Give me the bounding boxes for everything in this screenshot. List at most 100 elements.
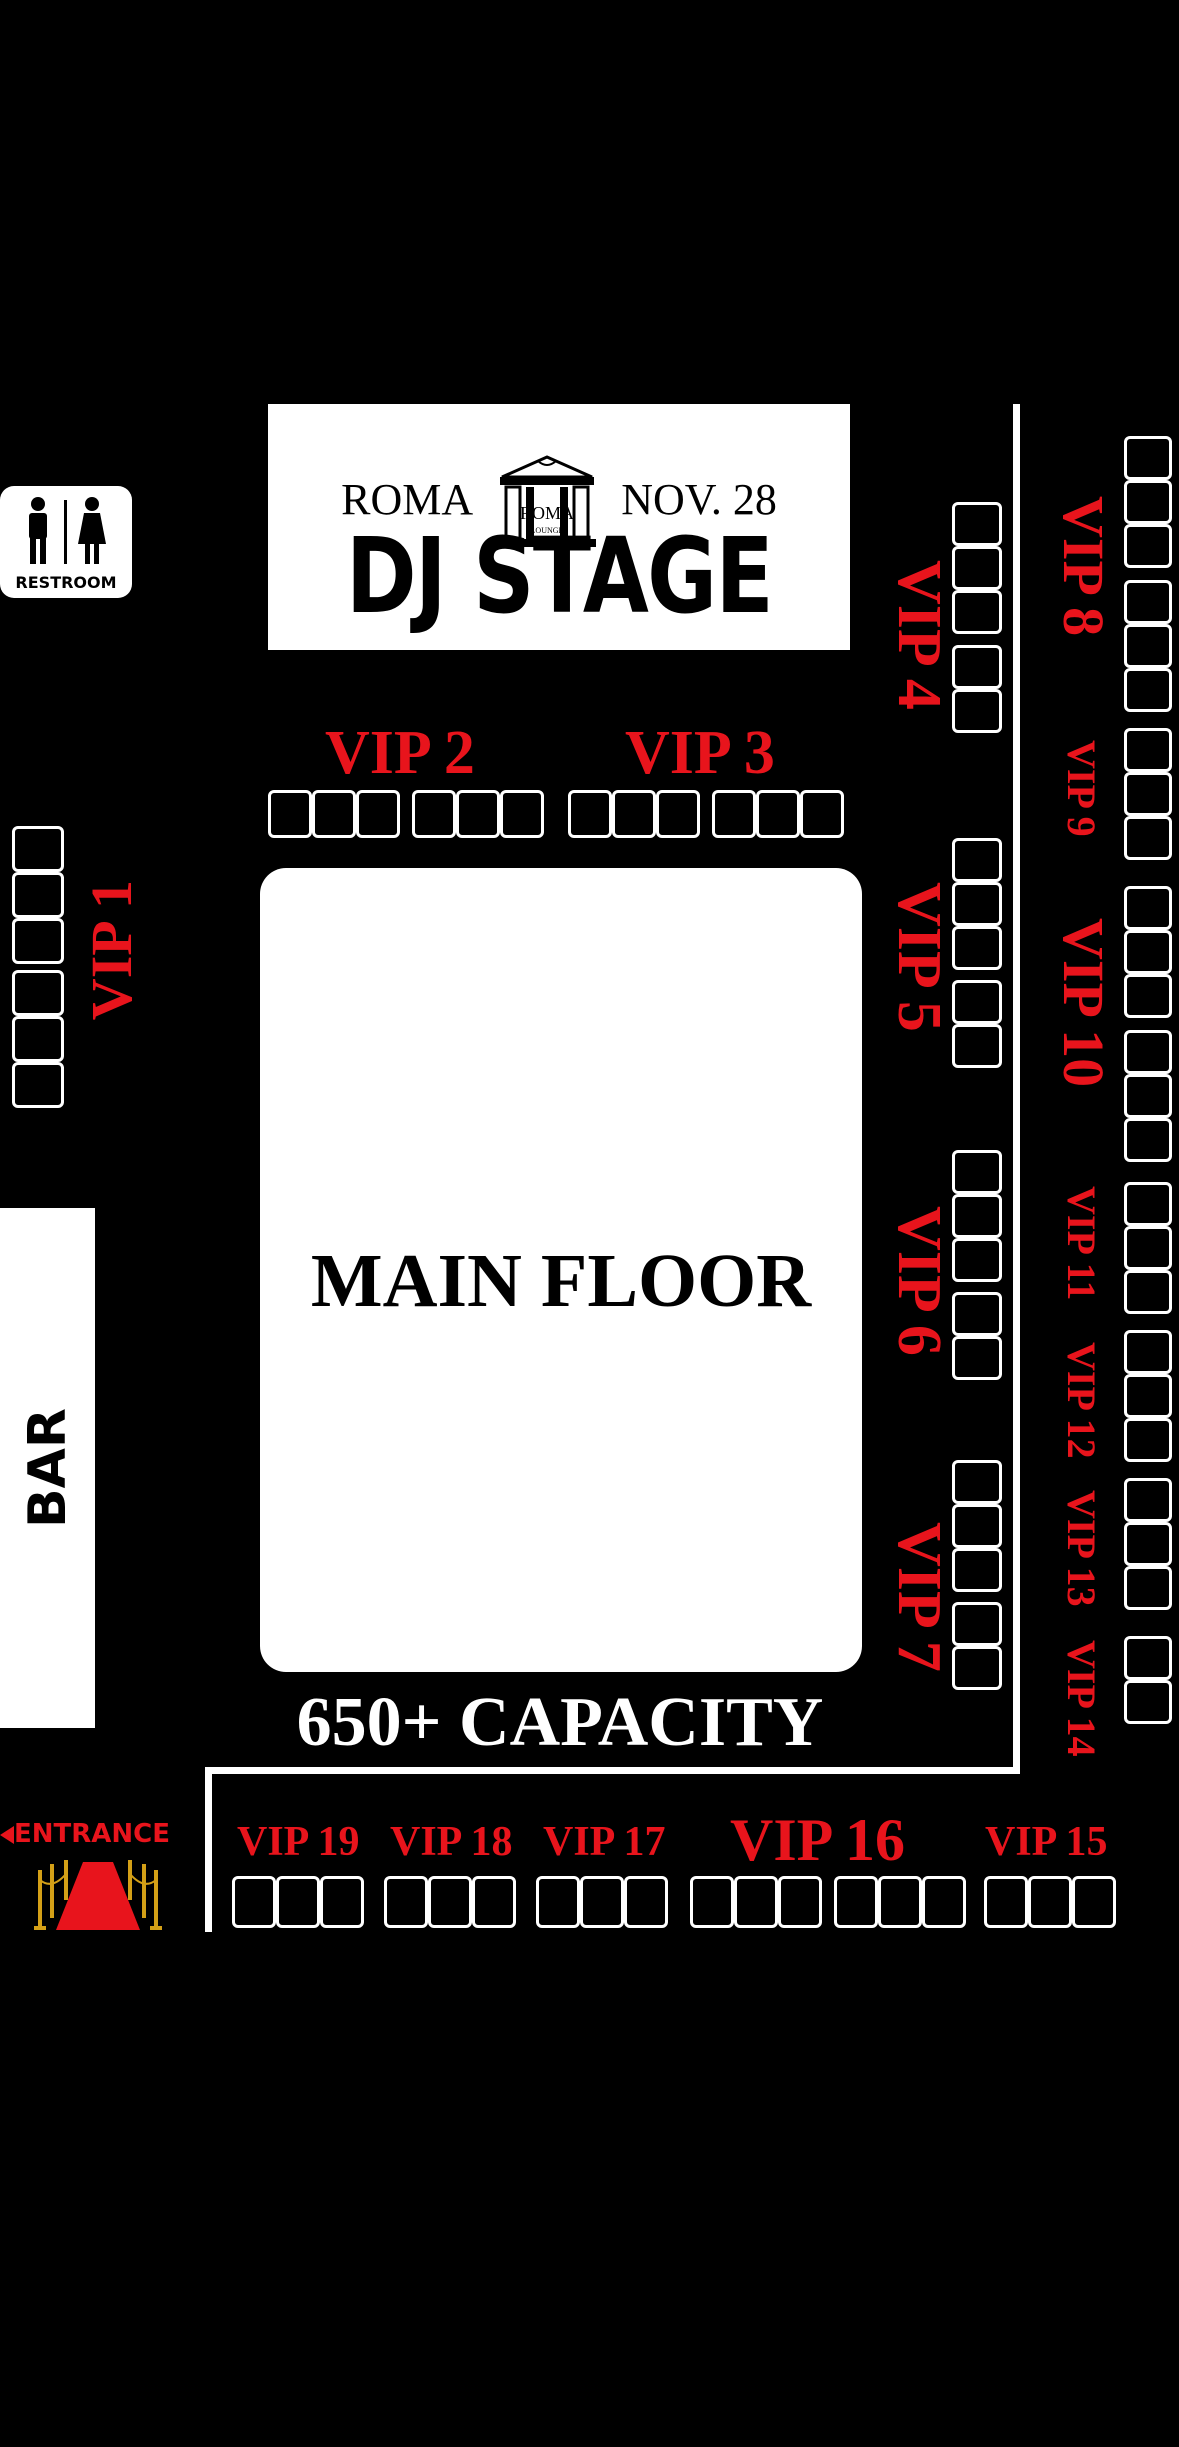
seat[interactable] [952,645,1002,689]
seat[interactable] [312,790,356,838]
seat[interactable] [952,689,1002,733]
seat[interactable] [384,1876,428,1928]
seat[interactable] [1124,816,1172,860]
seat[interactable] [778,1876,822,1928]
seat[interactable] [1124,930,1172,974]
seat[interactable] [834,1876,878,1928]
seat[interactable] [1124,772,1172,816]
vip-9-seats[interactable] [1124,728,1172,860]
vip-12-seats[interactable] [1124,1330,1172,1462]
vip-2-seats-b[interactable] [412,790,544,838]
seat[interactable] [1124,1074,1172,1118]
seat[interactable] [536,1876,580,1928]
seat[interactable] [952,1150,1002,1194]
vip-19-seats[interactable] [232,1876,364,1928]
seat[interactable] [1124,1374,1172,1418]
vip-5-seats[interactable] [952,838,1002,970]
seat[interactable] [922,1876,966,1928]
vip-10-seats[interactable] [1124,886,1172,1018]
seat[interactable] [800,790,844,838]
seat[interactable] [1124,436,1172,480]
seat[interactable] [12,1062,64,1108]
vip-4-seats-b[interactable] [952,645,1002,733]
vip-2-seats-a[interactable] [268,790,400,838]
seat[interactable] [952,1504,1002,1548]
seat[interactable] [500,790,544,838]
seat[interactable] [952,1646,1002,1690]
seat[interactable] [734,1876,778,1928]
seat[interactable] [1072,1876,1116,1928]
seat[interactable] [1124,668,1172,712]
seat[interactable] [952,546,1002,590]
vip-6-seats-b[interactable] [952,1292,1002,1380]
seat[interactable] [268,790,312,838]
seat[interactable] [1028,1876,1072,1928]
vip-16-seats-a[interactable] [690,1876,822,1928]
vip-8-seats[interactable] [1124,436,1172,568]
seat[interactable] [878,1876,922,1928]
seat[interactable] [612,790,656,838]
seat[interactable] [1124,624,1172,668]
vip-3-seats-b[interactable] [712,790,844,838]
seat[interactable] [1124,1226,1172,1270]
seat[interactable] [756,790,800,838]
seat[interactable] [1124,886,1172,930]
seat[interactable] [1124,1566,1172,1610]
vip-6-seats[interactable] [952,1150,1002,1282]
seat[interactable] [12,918,64,964]
vip-10-seats-b[interactable] [1124,1030,1172,1162]
vip-1-seats-b[interactable] [12,970,64,1108]
vip-11-seats[interactable] [1124,1182,1172,1314]
vip-5-seats-b[interactable] [952,980,1002,1068]
seat[interactable] [320,1876,364,1928]
seat[interactable] [1124,1030,1172,1074]
seat[interactable] [1124,1680,1172,1724]
seat[interactable] [456,790,500,838]
vip-3-seats-a[interactable] [568,790,700,838]
vip-7-seats[interactable] [952,1460,1002,1592]
seat[interactable] [12,1016,64,1062]
seat[interactable] [952,1024,1002,1068]
seat[interactable] [1124,580,1172,624]
seat[interactable] [1124,1182,1172,1226]
seat[interactable] [12,970,64,1016]
seat[interactable] [1124,974,1172,1018]
seat[interactable] [12,826,64,872]
vip-13-seats[interactable] [1124,1478,1172,1610]
seat[interactable] [1124,1636,1172,1680]
seat[interactable] [952,1194,1002,1238]
seat[interactable] [1124,1522,1172,1566]
seat[interactable] [580,1876,624,1928]
seat[interactable] [1124,728,1172,772]
seat[interactable] [412,790,456,838]
seat[interactable] [952,1460,1002,1504]
seat[interactable] [952,1238,1002,1282]
seat[interactable] [952,1292,1002,1336]
seat[interactable] [1124,1270,1172,1314]
seat[interactable] [1124,1118,1172,1162]
seat[interactable] [428,1876,472,1928]
vip-14-seats[interactable] [1124,1636,1172,1724]
vip-4-seats[interactable] [952,502,1002,634]
seat[interactable] [690,1876,734,1928]
seat[interactable] [276,1876,320,1928]
seat[interactable] [12,872,64,918]
seat[interactable] [1124,1478,1172,1522]
vip-17-seats[interactable] [536,1876,668,1928]
seat[interactable] [624,1876,668,1928]
seat[interactable] [952,882,1002,926]
seat[interactable] [952,980,1002,1024]
vip-7-seats-b[interactable] [952,1602,1002,1690]
seat[interactable] [952,926,1002,970]
seat[interactable] [356,790,400,838]
seat[interactable] [952,502,1002,546]
seat[interactable] [472,1876,516,1928]
seat[interactable] [656,790,700,838]
vip-15-seats[interactable] [984,1876,1116,1928]
seat[interactable] [1124,480,1172,524]
seat[interactable] [1124,524,1172,568]
seat[interactable] [952,1336,1002,1380]
seat[interactable] [952,590,1002,634]
vip-18-seats[interactable] [384,1876,516,1928]
seat[interactable] [952,1602,1002,1646]
